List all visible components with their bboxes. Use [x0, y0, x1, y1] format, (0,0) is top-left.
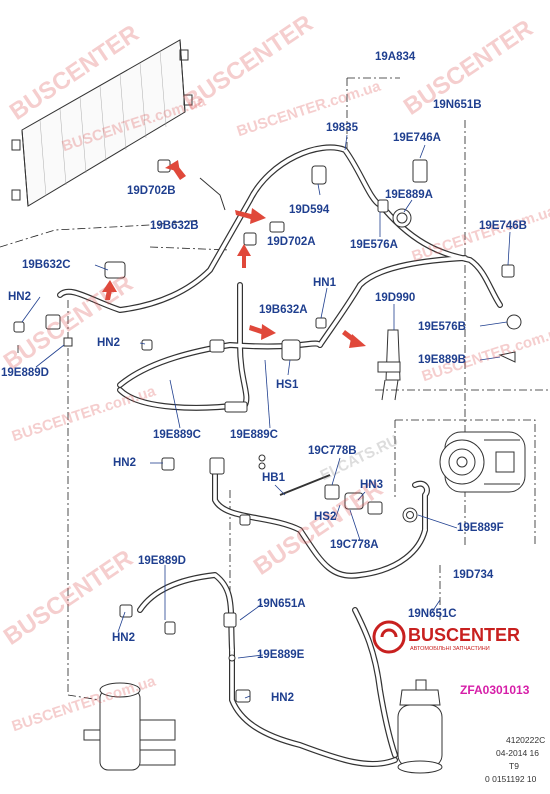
highlighted-part-number: ZFA0301013: [460, 683, 530, 697]
label-19N651C: 19N651C: [408, 608, 457, 620]
label-19E746B: 19E746B: [479, 220, 527, 232]
logo-emblem-icon: [372, 620, 406, 654]
label-19B632B: 19B632B: [150, 220, 199, 232]
accumulator-left: [83, 682, 176, 771]
label-19A834: 19A834: [375, 51, 416, 63]
label-HB1: HB1: [262, 472, 286, 484]
label-19E889E: 19E889E: [257, 649, 305, 661]
label-HN2-mid: HN2: [97, 337, 121, 349]
ac-tubes: [57, 144, 503, 768]
footer-code: 4120222C: [506, 735, 546, 745]
footer-page: T9: [509, 761, 519, 771]
label-19E889C-left: 19E889C: [153, 429, 201, 441]
group-outline-lines: [0, 77, 550, 701]
label-19E889C-right: 19E889C: [230, 429, 278, 441]
label-19E889D-top: 19E889D: [1, 367, 49, 379]
label-19N651B: 19N651B: [433, 99, 482, 111]
label-19E889A: 19E889A: [385, 189, 433, 201]
pointer-arrows: [102, 160, 366, 348]
footer-ref: 0 0151192 10: [485, 774, 537, 784]
label-19C778A: 19C778A: [330, 539, 379, 551]
label-HN2-left: HN2: [8, 291, 32, 303]
label-HN1: HN1: [313, 277, 337, 289]
label-19E576A: 19E576A: [350, 239, 398, 251]
leader-lines: [21, 134, 511, 699]
label-19B632A: 19B632A: [259, 304, 308, 316]
compressor: [439, 431, 526, 493]
label-19D734: 19D734: [453, 569, 494, 581]
pressure-sensor: [377, 329, 401, 401]
label-19D594: 19D594: [289, 204, 330, 216]
label-19E889F: 19E889F: [457, 522, 504, 534]
label-19N651A: 19N651A: [257, 598, 306, 610]
label-19D702B: 19D702B: [127, 185, 176, 197]
label-19B632C: 19B632C: [22, 259, 71, 271]
label-HN2-compressor: HN2: [113, 457, 137, 469]
label-19E889D-bottom: 19E889D: [138, 555, 186, 567]
fittings: [13, 159, 522, 703]
label-19D990: 19D990: [375, 292, 416, 304]
brand-name: BUSCENTER: [408, 625, 521, 645]
brand-tagline: АВТОМОБІЛЬНІ ЗАПЧАСТИНИ: [410, 646, 490, 652]
condenser: [11, 39, 193, 207]
label-19835: 19835: [326, 122, 358, 134]
label-HN2-bottom: HN2: [271, 692, 295, 704]
label-HN2-bottom-left: HN2: [112, 632, 136, 644]
label-19E576B: 19E576B: [418, 321, 466, 333]
label-HN3: HN3: [360, 479, 384, 491]
label-19D702A: 19D702A: [267, 236, 316, 248]
label-HS1: HS1: [276, 379, 299, 391]
buscenter-logo: BUSCENTER АВТОМОБІЛЬНІ ЗАПЧАСТИНИ: [372, 612, 532, 662]
label-19E746A: 19E746A: [393, 132, 441, 144]
label-HS2: HS2: [314, 511, 337, 523]
accumulator-right: [397, 679, 443, 774]
label-19E889B: 19E889B: [418, 354, 466, 366]
label-19C778B: 19C778B: [308, 445, 357, 457]
footer-date: 04-2014 16: [496, 748, 540, 758]
